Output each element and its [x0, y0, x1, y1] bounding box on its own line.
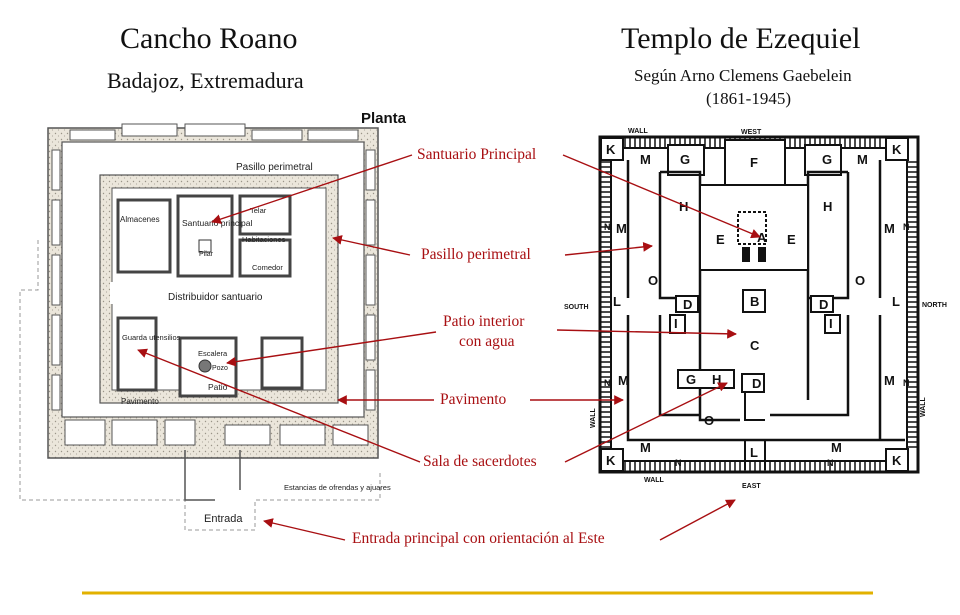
- svg-text:G: G: [822, 152, 832, 167]
- svg-text:E: E: [787, 232, 796, 247]
- label-wall-right: WALL: [920, 396, 927, 417]
- annotation-patio-2: con agua: [459, 333, 515, 350]
- svg-text:D: D: [683, 297, 692, 312]
- svg-text:N: N: [675, 458, 682, 468]
- svg-text:D: D: [752, 376, 761, 391]
- svg-text:D: D: [819, 297, 828, 312]
- annotation-santuario: Santuario Principal: [417, 146, 537, 163]
- label-pavimento-plan: Pavimento: [121, 397, 159, 406]
- label-pilar: Pilar: [199, 251, 214, 258]
- annotation-patio-1: Patio interior: [443, 313, 525, 330]
- annotation-arrows: [137, 154, 761, 541]
- right-years: (1861-1945): [706, 89, 791, 108]
- label-pozo: Pozo: [212, 365, 228, 372]
- svg-text:L: L: [613, 294, 621, 309]
- label-almacenes: Almacenes: [120, 215, 160, 224]
- svg-text:L: L: [750, 445, 758, 460]
- label-south: SOUTH: [564, 304, 589, 311]
- label-estancias: Estancias de ofrendas y ajuares: [284, 483, 391, 492]
- label-escalera: Escalera: [198, 349, 228, 358]
- svg-text:E: E: [716, 232, 725, 247]
- label-north: NORTH: [922, 302, 947, 309]
- label-wall-left: WALL: [590, 407, 597, 428]
- label-entrada: Entrada: [204, 513, 243, 525]
- svg-text:M: M: [884, 221, 895, 236]
- svg-text:I: I: [829, 316, 833, 331]
- svg-text:G: G: [686, 372, 696, 387]
- svg-text:M: M: [640, 152, 651, 167]
- label-east: EAST: [742, 483, 761, 490]
- svg-text:O: O: [704, 413, 714, 428]
- planta-heading: Planta: [361, 110, 407, 127]
- right-title: Templo de Ezequiel: [621, 22, 861, 55]
- label-guarda: Guarda utensilios: [122, 333, 181, 342]
- right-subtitle: Según Arno Clemens Gaebelein: [634, 66, 852, 85]
- annotation-pasillo: Pasillo perimetral: [421, 246, 531, 263]
- left-subtitle: Badajoz, Extremadura: [107, 68, 304, 93]
- svg-text:M: M: [857, 152, 868, 167]
- annotation-pavimento: Pavimento: [440, 391, 507, 408]
- label-wall-bottom: WALL: [644, 477, 665, 484]
- svg-text:N: N: [604, 222, 611, 232]
- svg-text:H: H: [712, 372, 721, 387]
- svg-text:K: K: [892, 142, 902, 157]
- svg-text:N: N: [827, 458, 834, 468]
- svg-text:K: K: [606, 453, 616, 468]
- label-wall-top: WALL: [628, 128, 649, 135]
- svg-text:N: N: [903, 222, 910, 232]
- label-pasillo: Pasillo perimetral: [236, 162, 313, 173]
- label-telar: Telar: [250, 206, 267, 215]
- label-comedor: Comedor: [252, 263, 283, 272]
- svg-text:O: O: [648, 273, 658, 288]
- svg-text:K: K: [606, 142, 616, 157]
- svg-text:M: M: [884, 373, 895, 388]
- svg-text:K: K: [892, 453, 902, 468]
- svg-text:M: M: [616, 221, 627, 236]
- svg-text:N: N: [604, 378, 611, 388]
- annotation-sala: Sala de sacerdotes: [423, 453, 537, 470]
- svg-text:M: M: [640, 440, 651, 455]
- svg-text:I: I: [674, 316, 678, 331]
- annotation-entrada: Entrada principal con orientación al Est…: [352, 530, 605, 547]
- label-santuario: Santuario principal: [182, 218, 253, 228]
- ezequiel-plan: K K K K M G F G M H H E A E M M O O L L B D D I I C M…: [564, 128, 947, 490]
- label-distribuidor: Distribuidor santuario: [168, 292, 263, 303]
- svg-text:F: F: [750, 155, 758, 170]
- svg-text:B: B: [750, 294, 759, 309]
- cancho-roano-plan: Planta Pasillo perimetral Almacenes Sant…: [19, 110, 407, 531]
- svg-text:L: L: [892, 294, 900, 309]
- label-patio: Patio: [208, 382, 228, 392]
- svg-text:C: C: [750, 338, 760, 353]
- svg-text:G: G: [680, 152, 690, 167]
- svg-text:H: H: [679, 199, 688, 214]
- label-habitaciones: Habitaciones: [242, 235, 286, 244]
- left-title: Cancho Roano: [120, 22, 298, 55]
- svg-text:N: N: [903, 378, 910, 388]
- svg-text:O: O: [855, 273, 865, 288]
- svg-text:A: A: [757, 230, 767, 245]
- svg-text:H: H: [823, 199, 832, 214]
- label-west: WEST: [741, 129, 762, 136]
- svg-text:M: M: [831, 440, 842, 455]
- svg-text:M: M: [618, 373, 629, 388]
